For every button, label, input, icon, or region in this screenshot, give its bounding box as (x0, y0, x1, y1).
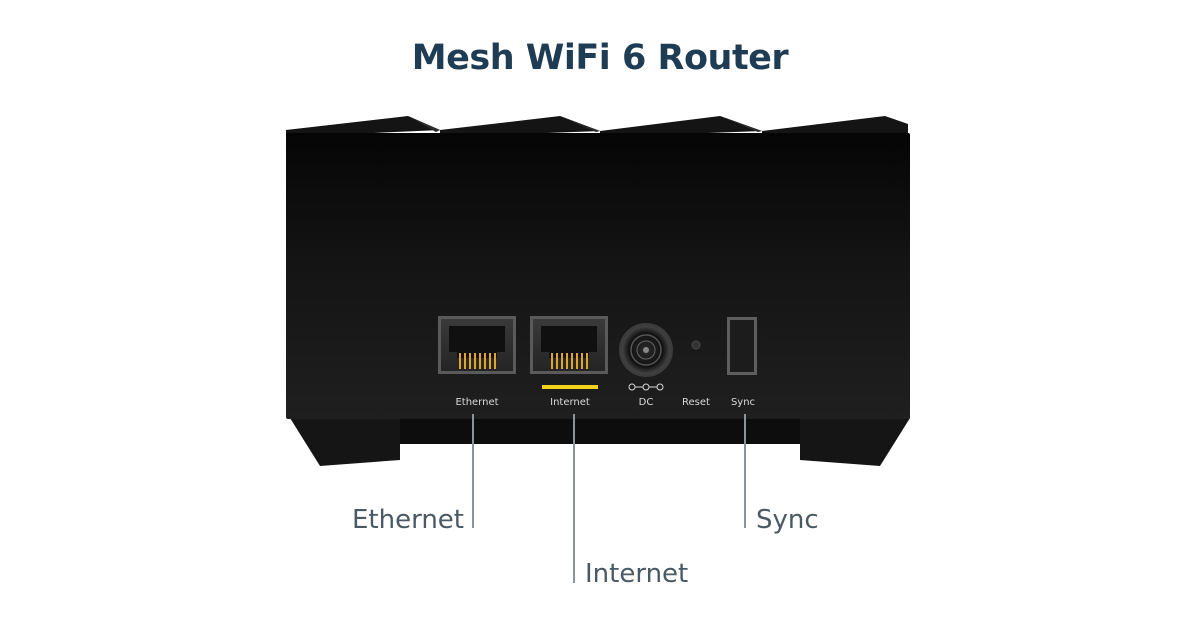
port-label-reset: Reset (682, 397, 710, 408)
callout-label-sync: Sync (756, 505, 819, 535)
internet-port (530, 316, 608, 374)
router-top-fins (286, 116, 908, 137)
port-label-ethernet: Ethernet (455, 397, 498, 408)
port-label-internet: Internet (550, 397, 590, 408)
diagram-title: Mesh WiFi 6 Router (411, 38, 789, 78)
dc-power-jack (619, 323, 673, 377)
port-label-dc: DC (639, 397, 654, 408)
ethernet-port (438, 316, 516, 374)
dc-polarity-icon (628, 383, 664, 391)
internet-indicator-bar (542, 385, 598, 389)
router-body (286, 133, 910, 419)
callout-lines (472, 414, 746, 583)
callout-label-internet: Internet (585, 559, 688, 589)
router-feet (290, 418, 910, 466)
sync-button (727, 317, 757, 375)
port-label-sync: Sync (731, 397, 755, 408)
callout-label-ethernet: Ethernet (352, 505, 464, 535)
reset-pinhole (691, 340, 701, 350)
